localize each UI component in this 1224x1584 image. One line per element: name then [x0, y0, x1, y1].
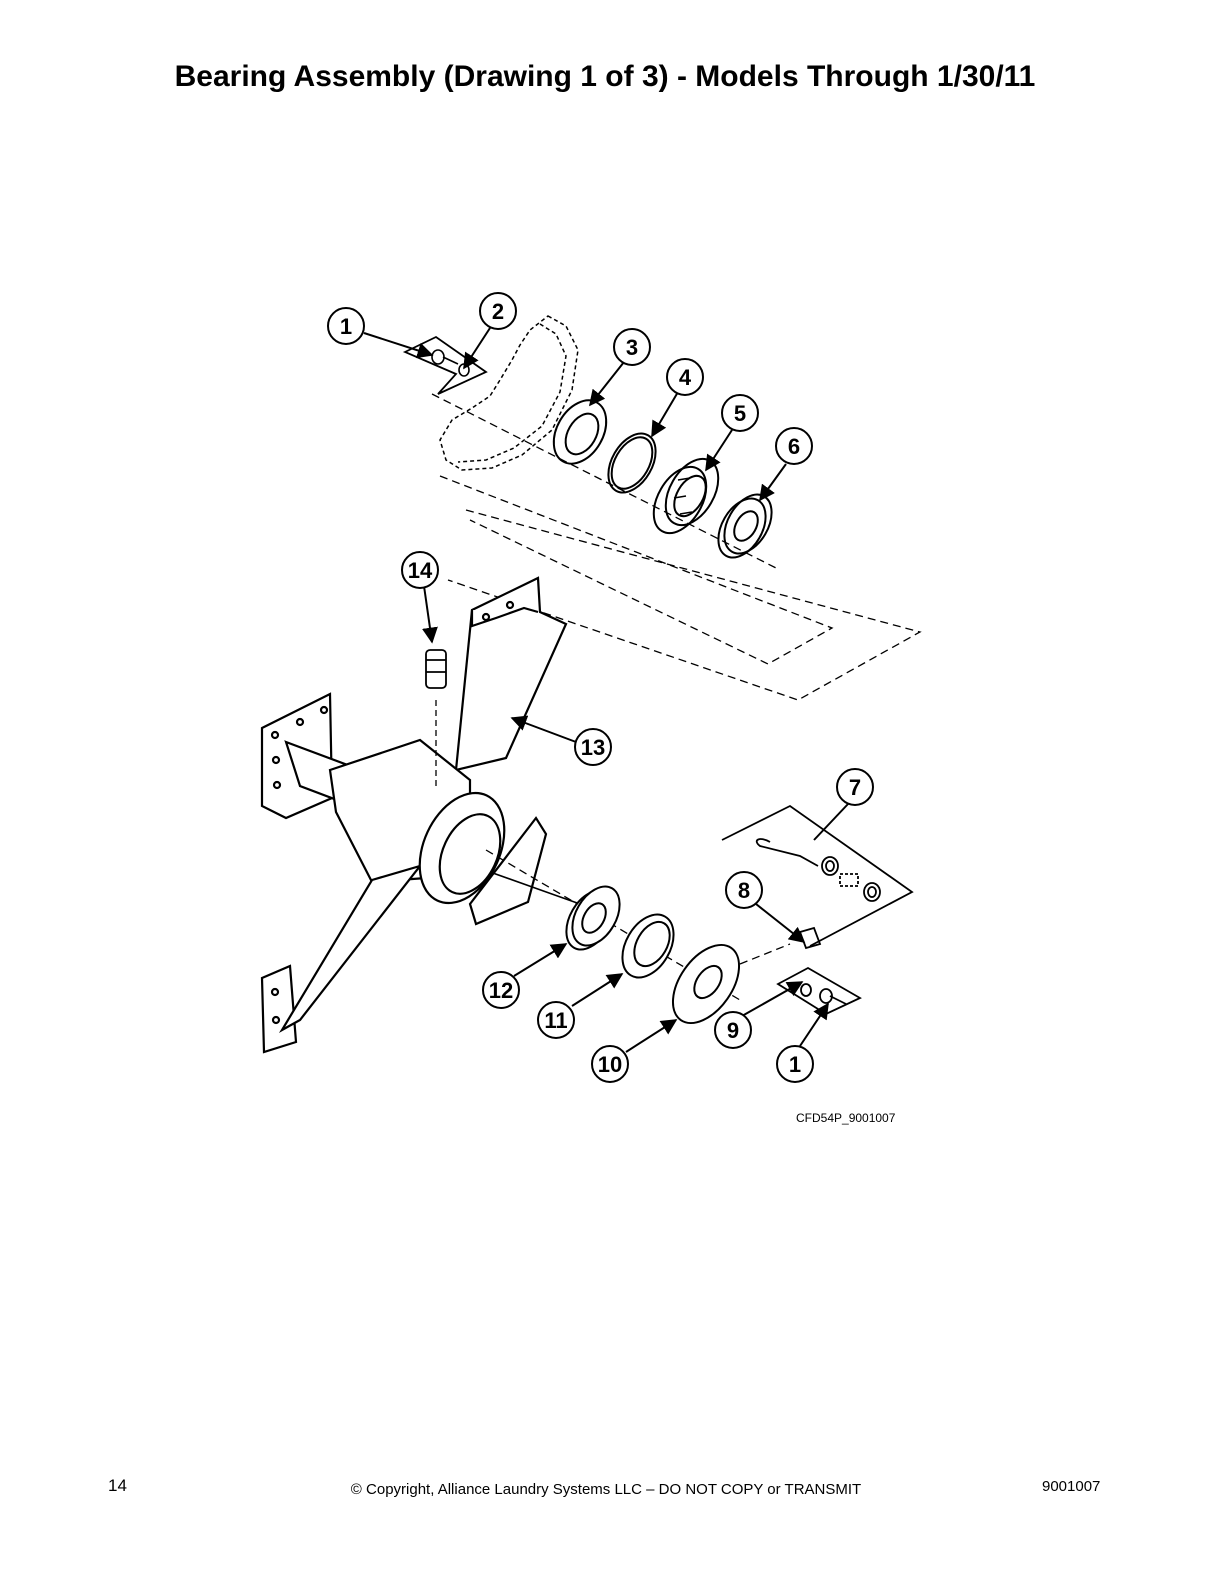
svg-text:3: 3 [626, 335, 638, 360]
svg-text:10: 10 [598, 1052, 622, 1077]
part-5-roller-bearing [652, 457, 720, 535]
spider-bearing-housing [260, 576, 741, 1054]
callout-4: 4 [666, 358, 704, 396]
callout-6: 6 [775, 427, 813, 465]
callout-10: 10 [591, 1045, 629, 1083]
copyright-notice: © Copyright, Alliance Laundry Systems LL… [350, 1481, 862, 1498]
svg-text:8: 8 [738, 878, 750, 903]
drawing-id: CFD54P_9001007 [796, 1111, 896, 1125]
callout-5: 5 [721, 394, 759, 432]
page-title: Bearing Assembly (Drawing 1 of 3) - Mode… [174, 60, 1036, 93]
svg-text:12: 12 [489, 978, 513, 1003]
callout-9: 9 [714, 1011, 752, 1049]
part-7-hardware-plane [721, 804, 914, 965]
svg-text:4: 4 [679, 365, 692, 390]
page-number: 14 [108, 1476, 127, 1495]
callout-2: 2 [479, 292, 517, 330]
svg-text:7: 7 [849, 775, 861, 800]
upper-group [402, 315, 922, 701]
part-6-seal [717, 493, 773, 559]
callout-14: 14 [401, 551, 439, 589]
callout-1-top: 1 [327, 307, 365, 345]
hub-outline-dashed [439, 315, 579, 471]
svg-text:1: 1 [789, 1052, 801, 1077]
svg-text:2: 2 [492, 299, 504, 324]
part-11-bearing [621, 913, 675, 979]
svg-text:13: 13 [581, 735, 605, 760]
svg-text:5: 5 [734, 401, 746, 426]
callout-1-bottom: 1 [776, 1045, 814, 1083]
bolt-plane-1 [402, 335, 488, 395]
svg-text:14: 14 [408, 558, 433, 583]
document-number: 9001007 [1042, 1478, 1101, 1495]
part-8-9-hardware [776, 926, 862, 1016]
callout-12: 12 [482, 971, 520, 1009]
part-14-grease-fitting [425, 649, 447, 689]
callout-3: 3 [613, 328, 651, 366]
part-12-seal [565, 885, 621, 951]
svg-text:9: 9 [727, 1018, 739, 1043]
part-10-retainer-plate [671, 943, 741, 1025]
leader-lines [363, 327, 849, 1053]
callout-11: 11 [537, 1001, 575, 1039]
svg-text:1: 1 [340, 314, 352, 339]
callout-13: 13 [574, 728, 612, 766]
svg-text:6: 6 [788, 434, 800, 459]
part-4-snap-ring [607, 432, 657, 494]
lower-group [565, 885, 741, 1025]
callout-7: 7 [836, 768, 874, 806]
svg-text:11: 11 [544, 1008, 567, 1033]
callout-8: 8 [725, 871, 763, 909]
